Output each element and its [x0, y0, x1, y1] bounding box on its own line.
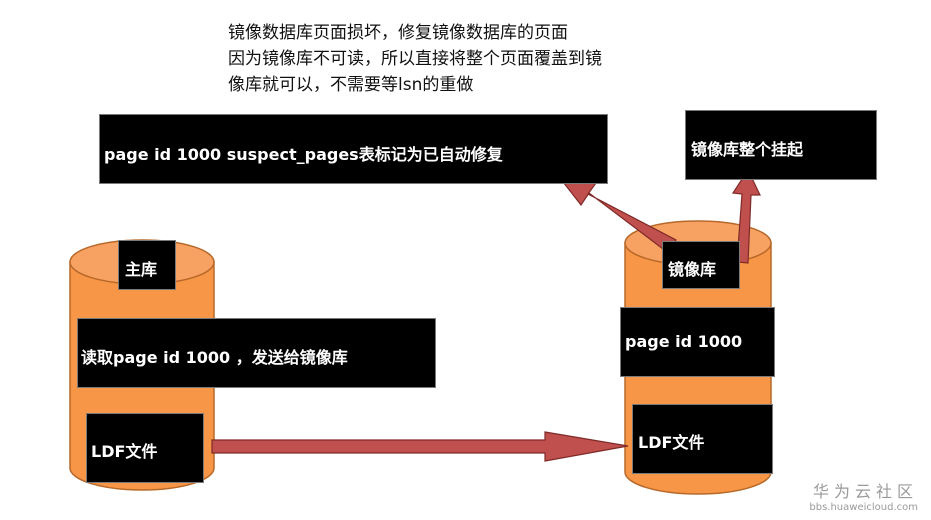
caption-line-1: 镜像数据库页面损坏，修复镜像数据库的页面 — [228, 23, 568, 43]
caption-line-3: 像库就可以，不需要等lsn的重做 — [228, 75, 474, 95]
caption-text: 镜像数据库页面损坏，修复镜像数据库的页面 因为镜像库不可读，所以直接将整个页面覆… — [228, 20, 708, 98]
read-send-box: 读取page id 1000 ，发送给镜像库 — [77, 318, 436, 388]
principal-ldf-label: LDF文件 — [91, 442, 158, 461]
mirror-label-box: 镜像库 — [662, 241, 740, 289]
caption-line-2: 因为镜像库不可读，所以直接将整个页面覆盖到镜 — [228, 49, 602, 69]
mirror-ldf-label: LDF文件 — [638, 433, 705, 452]
suspect-pages-label: page id 1000 suspect_pages表标记为已自动修复 — [104, 145, 503, 164]
mirror-suspend-label: 镜像库整个挂起 — [691, 140, 804, 159]
read-send-label: 读取page id 1000 ，发送给镜像库 — [81, 348, 348, 367]
mirror-suspend-box: 镜像库整个挂起 — [685, 110, 877, 180]
mirror-page-label: page id 1000 — [625, 332, 743, 351]
watermark: 华为云社区 bbs.huaweicloud.com — [806, 478, 918, 513]
watermark-url: bbs.huaweicloud.com — [809, 502, 918, 513]
mirror-label: 镜像库 — [668, 260, 717, 279]
mirror-page-box: page id 1000 — [620, 307, 775, 377]
ldf-transfer-arrow — [211, 431, 629, 462]
principal-ldf-box: LDF文件 — [86, 413, 204, 483]
suspect-pages-box: page id 1000 suspect_pages表标记为已自动修复 — [99, 114, 608, 184]
mirror-ldf-box: LDF文件 — [632, 404, 773, 474]
principal-label-box: 主库 — [118, 240, 176, 290]
suspend-arrow — [731, 168, 761, 264]
principal-label: 主库 — [125, 260, 158, 279]
watermark-title: 华为云社区 — [812, 482, 918, 501]
mark-repaired-arrow — [558, 177, 677, 253]
